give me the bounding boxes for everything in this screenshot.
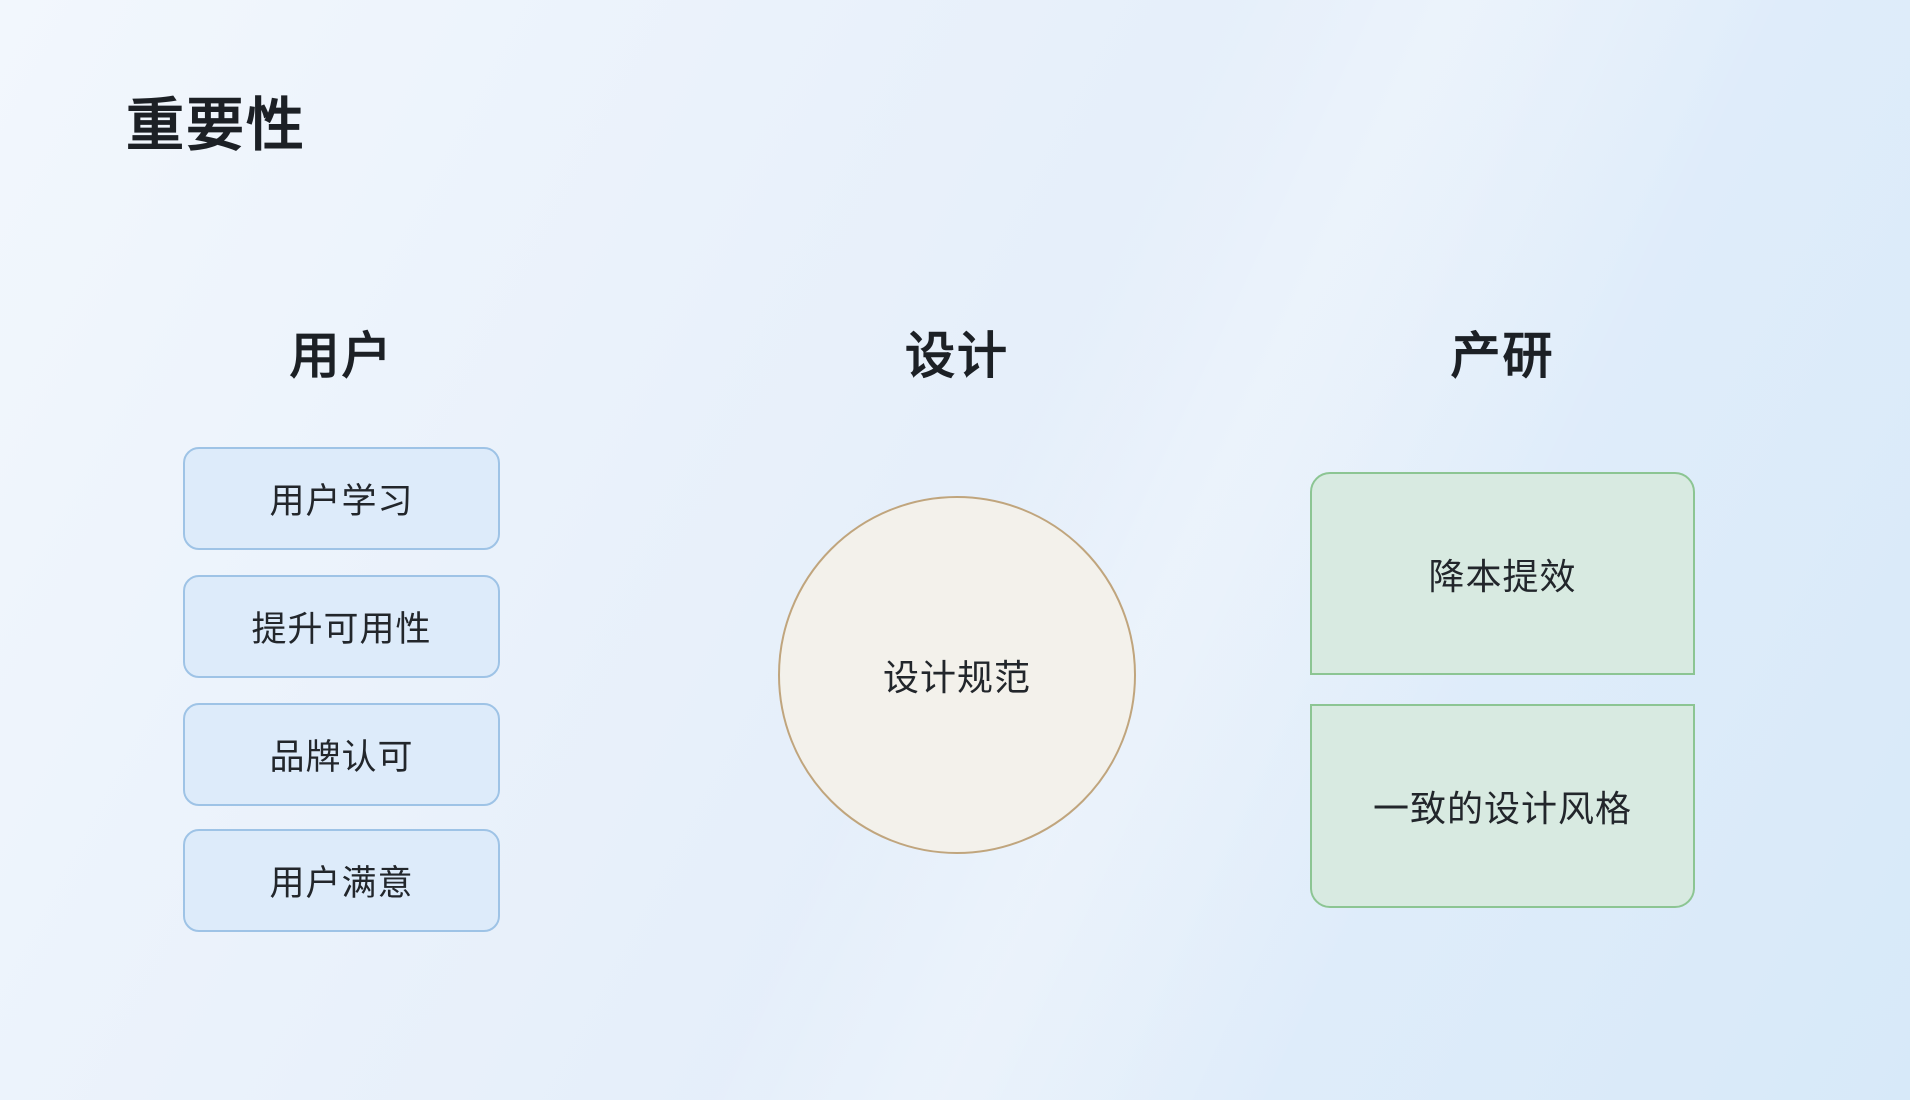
design-spec-circle: 设计规范 (778, 496, 1136, 854)
column-header-design: 设计 (905, 328, 1009, 384)
user-box-satisfaction: 用户满意 (183, 829, 500, 932)
rd-box-consistent-style: 一致的设计风格 (1310, 704, 1695, 908)
page-title: 重要性 (126, 93, 307, 158)
user-box-usability: 提升可用性 (183, 575, 500, 678)
user-box-learning: 用户学习 (183, 447, 500, 550)
column-header-product-rd: 产研 (1450, 328, 1555, 384)
rd-box-cost-efficiency: 降本提效 (1310, 472, 1695, 675)
column-header-users: 用户 (289, 328, 394, 384)
user-box-brand-recognition: 品牌认可 (183, 703, 500, 806)
